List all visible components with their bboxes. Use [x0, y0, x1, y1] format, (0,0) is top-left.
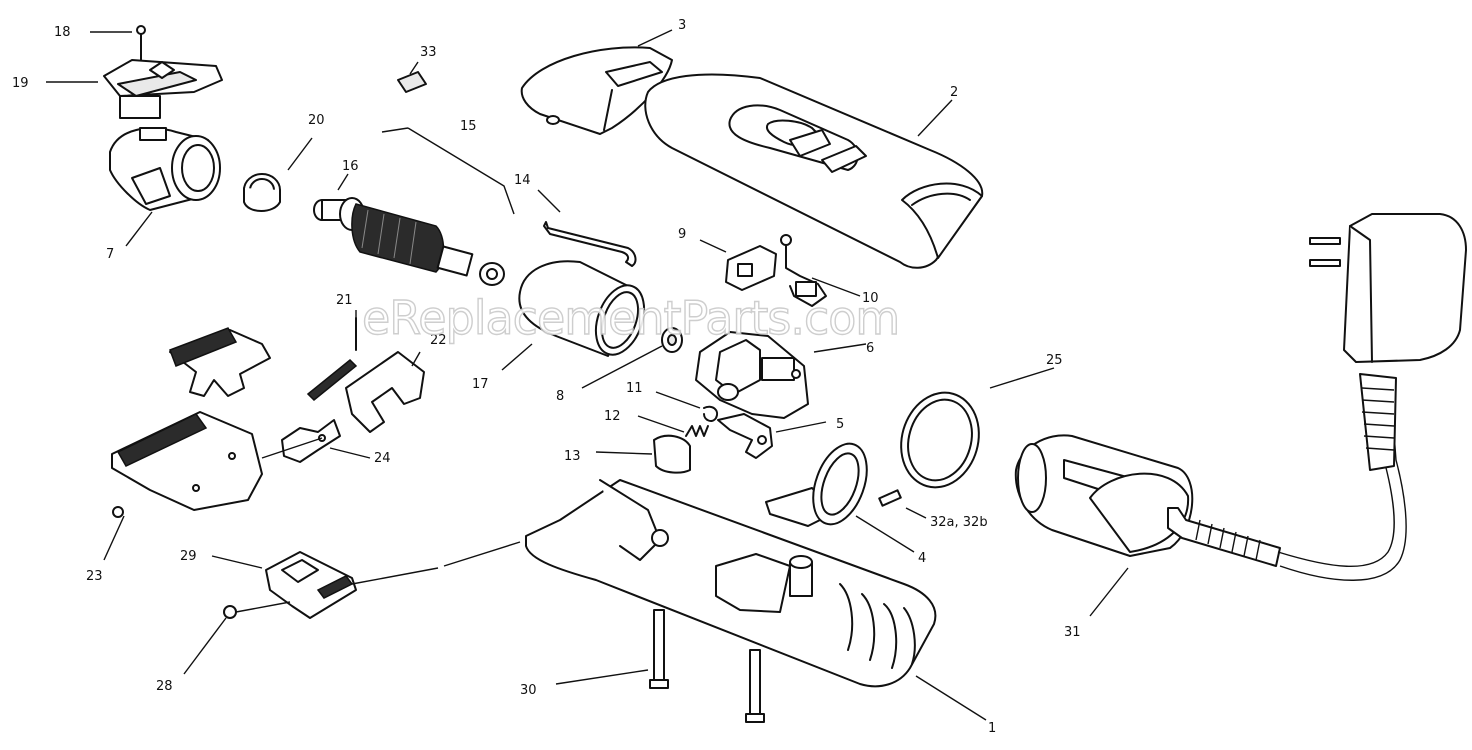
callout-9: 9 — [678, 227, 686, 242]
callout-32: 32a, 32b — [930, 515, 988, 530]
leader-lines — [46, 29, 1129, 721]
power-cord — [1277, 373, 1407, 581]
cord-strain-relief-icon — [1195, 519, 1261, 561]
part-29-lever-plate[interactable] — [265, 551, 357, 619]
callout-15: 15 — [460, 119, 477, 134]
callout-2: 2 — [950, 85, 958, 100]
callout-19: 19 — [12, 76, 29, 91]
part-3-top-cap[interactable] — [520, 46, 673, 135]
callout-3: 3 — [678, 18, 686, 33]
callout-16: 16 — [342, 159, 359, 174]
callout-20: 20 — [308, 113, 325, 128]
part-23-screw[interactable] — [112, 506, 124, 518]
watermark-text: eReplacementParts.com — [362, 291, 899, 345]
part-11-spring[interactable] — [703, 405, 718, 422]
callout-12: 12 — [604, 409, 621, 424]
part-17-motor-housing[interactable] — [518, 260, 653, 361]
callout-11: 11 — [626, 381, 643, 396]
part-9-switch-block[interactable] — [725, 245, 777, 291]
callout-14: 14 — [514, 173, 531, 188]
callout-33: 33 — [420, 45, 437, 60]
part-28-screw[interactable] — [223, 605, 237, 619]
callout-31: 31 — [1064, 625, 1081, 640]
part-13-contact-sleeve[interactable] — [653, 434, 691, 474]
part-19-blade-holder[interactable] — [103, 59, 223, 119]
part-2-upper-housing[interactable] — [644, 73, 984, 269]
callout-17: 17 — [472, 377, 489, 392]
part-14-spring-clip[interactable] — [543, 221, 637, 267]
callout-22: 22 — [430, 333, 447, 348]
part-8-washer[interactable] — [661, 327, 683, 353]
part-7-blade-guide[interactable] — [109, 127, 221, 211]
part-1-lower-housing[interactable] — [525, 479, 937, 688]
callout-1: 1 — [988, 721, 996, 736]
callout-labels: 18 19 33 3 2 20 15 16 14 7 9 10 21 22 6 … — [12, 18, 1081, 736]
callout-23: 23 — [86, 569, 103, 584]
callout-5: 5 — [836, 417, 844, 432]
part-10-switch-contact[interactable] — [780, 234, 827, 307]
comb-upper-blade[interactable] — [169, 327, 271, 397]
cord-ribs-icon — [1361, 387, 1395, 451]
callout-6: 6 — [866, 341, 874, 356]
callout-24: 24 — [374, 451, 391, 466]
callout-4: 4 — [918, 551, 926, 566]
part-6-bracket[interactable] — [695, 331, 809, 419]
ac-adapter-icon[interactable] — [1309, 213, 1467, 363]
callout-8: 8 — [556, 389, 564, 404]
part-33-label-pad[interactable] — [397, 71, 427, 93]
callout-13: 13 — [564, 449, 581, 464]
callout-7: 7 — [106, 247, 114, 262]
part-20-ring[interactable] — [243, 173, 281, 212]
part-4-switch-knob[interactable] — [765, 436, 877, 531]
callout-25: 25 — [1046, 353, 1063, 368]
callout-28: 28 — [156, 679, 173, 694]
part-32-pin[interactable] — [878, 489, 902, 507]
callout-10: 10 — [862, 291, 879, 306]
part-5-lever[interactable] — [717, 413, 773, 459]
callout-29: 29 — [180, 549, 197, 564]
part-12-spring-coil[interactable] — [685, 425, 709, 437]
lower-comb-blade[interactable] — [111, 411, 263, 511]
part-31-battery-pack[interactable] — [1014, 434, 1281, 567]
callout-30: 30 — [520, 683, 537, 698]
part-16-motor-armature[interactable] — [313, 197, 505, 286]
callout-21: 21 — [336, 293, 353, 308]
part-21-pin[interactable] — [306, 317, 358, 402]
part-22-clip-spring[interactable] — [345, 351, 425, 433]
part-25-o-ring[interactable] — [890, 383, 990, 496]
callout-18: 18 — [54, 25, 71, 40]
part-30-screws[interactable] — [649, 609, 765, 723]
